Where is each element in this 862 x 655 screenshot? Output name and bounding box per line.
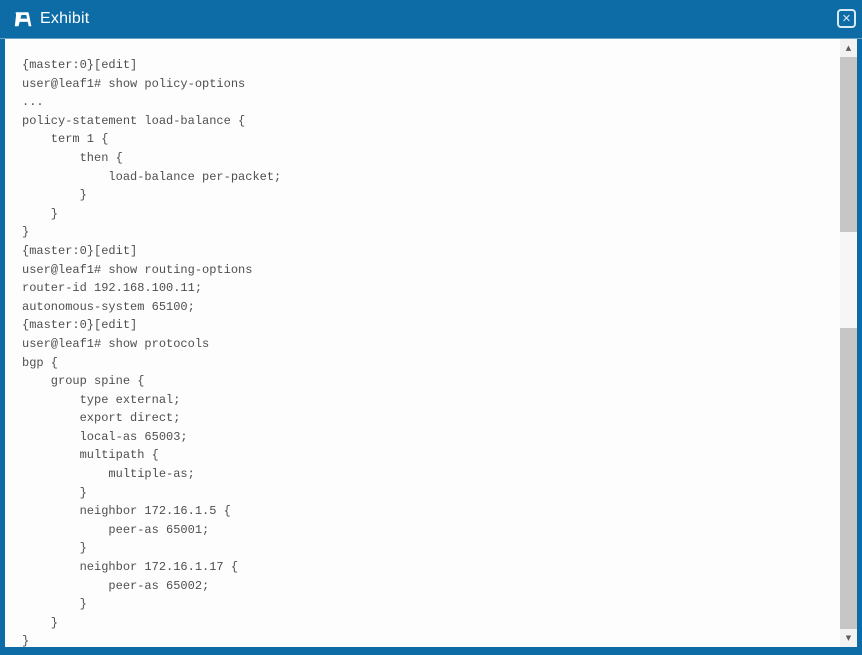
terminal-line: router-id 192.168.100.11;	[22, 281, 203, 296]
terminal-line: }	[22, 485, 87, 500]
terminal-line: group spine {	[22, 374, 145, 389]
terminal-line: {master:0}[edit]	[22, 58, 138, 72]
easel-icon	[13, 9, 33, 29]
scroll-down-icon[interactable]: ▼	[840, 629, 857, 647]
terminal-line: neighbor 172.16.1.5 {	[22, 504, 231, 519]
terminal-line: autonomous-system 65100;	[22, 299, 195, 314]
terminal-line: load-balance per-packet;	[22, 169, 282, 184]
terminal-line: peer-as 65001;	[22, 522, 210, 537]
terminal-line: user@leaf1# show routing-options	[22, 262, 253, 277]
terminal-line: }	[22, 597, 87, 612]
terminal-line: user@leaf1# show policy-options	[22, 76, 246, 91]
terminal-line: bgp {	[22, 355, 59, 370]
terminal-line: {master:0}[edit]	[22, 318, 138, 333]
terminal-line: }	[22, 615, 59, 630]
terminal-line: neighbor 172.16.1.17 {	[22, 560, 239, 575]
exhibit-content: {master:0}[edit] user@leaf1# show policy…	[5, 39, 857, 647]
close-icon: ✕	[841, 12, 852, 25]
vertical-scrollbar[interactable]: ▲ ▼	[840, 39, 857, 647]
terminal-line: ...	[22, 95, 44, 110]
scrollbar-thumb[interactable]	[840, 232, 857, 328]
titlebar: Exhibit ✕	[0, 0, 862, 39]
window-title: Exhibit	[40, 10, 90, 27]
terminal-line: export direct;	[22, 411, 181, 426]
terminal-line: then {	[22, 150, 123, 165]
terminal-line: }	[22, 541, 87, 556]
terminal-line: multipath {	[22, 448, 159, 463]
terminal-line: {master:0}[edit]	[22, 243, 138, 258]
terminal-line: }	[22, 206, 59, 221]
terminal-line: }	[22, 634, 30, 647]
terminal-line: }	[22, 188, 87, 203]
terminal-line: peer-as 65002;	[22, 578, 210, 593]
terminal-line: policy-statement load-balance {	[22, 113, 246, 128]
terminal-line: }	[22, 225, 30, 240]
terminal-output: {master:0}[edit] user@leaf1# show policy…	[5, 39, 840, 647]
terminal-line: multiple-as;	[22, 467, 195, 482]
terminal-line: type external;	[22, 392, 181, 407]
terminal-line: local-as 65003;	[22, 429, 188, 444]
terminal-line: term 1 {	[22, 132, 109, 147]
scroll-up-icon[interactable]: ▲	[840, 39, 857, 57]
terminal-line: user@leaf1# show protocols	[22, 336, 210, 351]
close-button[interactable]: ✕	[837, 9, 856, 28]
